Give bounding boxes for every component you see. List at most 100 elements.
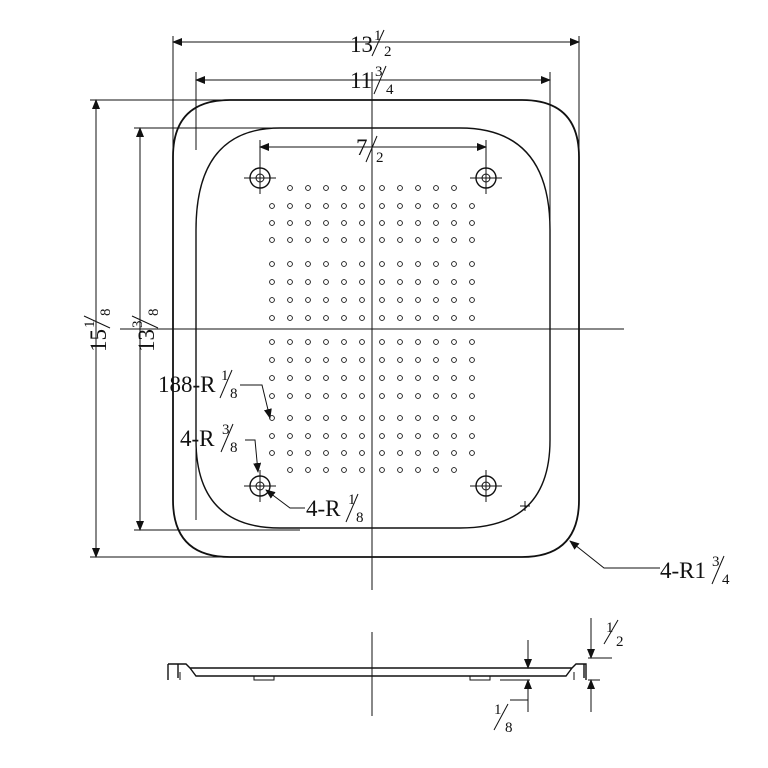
corner-radius-num: 3 [712, 554, 720, 570]
inner-width-den: 4 [386, 82, 394, 98]
spray-hole [287, 433, 293, 439]
spray-hole [433, 220, 439, 226]
spray-hole [287, 467, 293, 473]
spray-hole [359, 261, 365, 267]
inner-width-num: 3 [375, 64, 383, 80]
spray-hole [359, 297, 365, 303]
mount-inner-prefix: 4-R [306, 496, 341, 521]
spray-hole [379, 220, 385, 226]
spray-hole [397, 220, 403, 226]
spray-hole [397, 261, 403, 267]
spray-hole [287, 315, 293, 321]
spray-hole [433, 467, 439, 473]
reference-mark [520, 501, 530, 511]
spray-hole [397, 357, 403, 363]
spray-hole [451, 415, 457, 421]
dimension-overall-width: 13 1 2 [172, 28, 580, 150]
spray-hole [341, 415, 347, 421]
spray-hole [287, 220, 293, 226]
spray-hole [359, 375, 365, 381]
spray-hole [451, 393, 457, 399]
overall-width-num: 1 [374, 28, 382, 44]
spray-hole [305, 315, 311, 321]
spray-hole [397, 315, 403, 321]
spray-hole [269, 357, 275, 363]
spray-hole [359, 185, 365, 191]
spray-hole [287, 185, 293, 191]
spray-hole [415, 279, 421, 285]
spray-hole [287, 203, 293, 209]
mount-spacing-den: 2 [376, 150, 384, 166]
spray-hole [433, 203, 439, 209]
mount-outer-den: 8 [230, 440, 238, 456]
spray-hole [305, 279, 311, 285]
spray-hole [397, 433, 403, 439]
spray-hole [397, 375, 403, 381]
dimension-overall-height: 15 1 8 [82, 99, 240, 558]
spray-hole [341, 261, 347, 267]
spray-hole [415, 467, 421, 473]
spray-hole [305, 261, 311, 267]
mounting-hole [244, 470, 276, 502]
spray-hole [433, 339, 439, 345]
spray-hole [397, 203, 403, 209]
spray-hole [305, 185, 311, 191]
spray-hole [359, 415, 365, 421]
spray-hole [379, 393, 385, 399]
spray-hole [305, 357, 311, 363]
spray-hole [451, 279, 457, 285]
spray-hole [305, 375, 311, 381]
spray-hole [397, 279, 403, 285]
spray-holes-num: 1 [221, 368, 229, 384]
outer-plate-outline [172, 99, 580, 558]
dimension-inner-width: 11 3 4 [195, 64, 551, 150]
spray-hole [269, 339, 275, 345]
spray-hole [323, 467, 329, 473]
spray-hole [323, 375, 329, 381]
spray-hole [269, 203, 275, 209]
spray-hole [397, 237, 403, 243]
spray-hole [359, 357, 365, 363]
spray-hole [305, 393, 311, 399]
spray-hole [323, 415, 329, 421]
dimension-thickness-bottom: 1 8 [493, 640, 532, 736]
spray-hole [433, 450, 439, 456]
callout-spray-holes: 188-R 1 8 [158, 368, 272, 419]
spray-hole [341, 315, 347, 321]
spray-hole [305, 237, 311, 243]
spray-hole [451, 450, 457, 456]
spray-hole [305, 467, 311, 473]
spray-hole [415, 237, 421, 243]
spray-hole [323, 433, 329, 439]
spray-hole [359, 237, 365, 243]
spray-hole [323, 297, 329, 303]
corner-radius-den: 4 [722, 572, 730, 588]
spray-hole [379, 297, 385, 303]
spray-hole [287, 375, 293, 381]
overall-width-den: 2 [384, 44, 392, 60]
spray-hole [469, 415, 475, 421]
spray-hole [287, 339, 293, 345]
spray-hole [433, 315, 439, 321]
spray-hole [341, 279, 347, 285]
spray-hole [469, 297, 475, 303]
spray-hole [287, 279, 293, 285]
spray-hole [451, 357, 457, 363]
spray-hole [359, 450, 365, 456]
spray-hole [341, 339, 347, 345]
spray-hole [359, 393, 365, 399]
overall-height-den: 8 [98, 309, 114, 317]
spray-hole [379, 433, 385, 439]
spray-hole [341, 203, 347, 209]
spray-hole [415, 185, 421, 191]
spray-hole [451, 339, 457, 345]
spray-hole [397, 339, 403, 345]
spray-hole [451, 220, 457, 226]
spray-hole-grid [269, 185, 475, 473]
spray-hole [379, 237, 385, 243]
spray-hole [323, 237, 329, 243]
spray-hole [379, 279, 385, 285]
spray-hole [305, 297, 311, 303]
spray-hole [415, 297, 421, 303]
spray-hole [397, 415, 403, 421]
